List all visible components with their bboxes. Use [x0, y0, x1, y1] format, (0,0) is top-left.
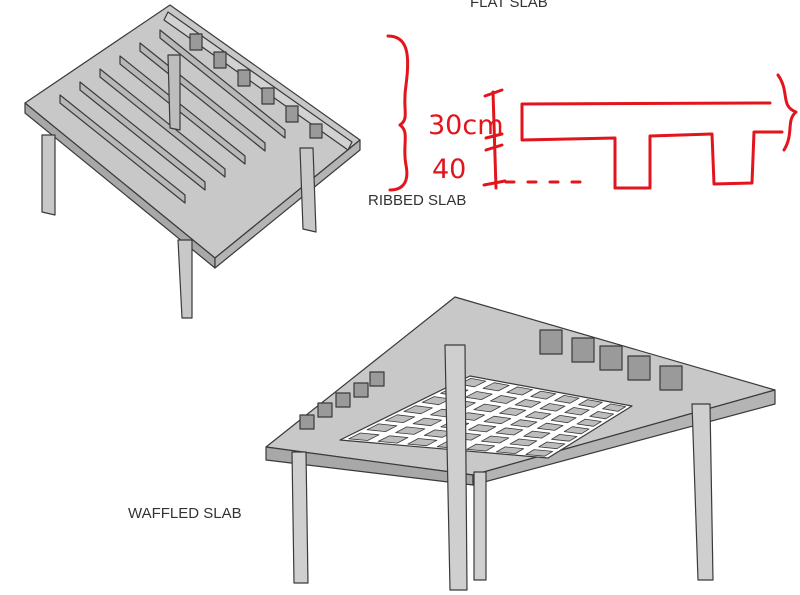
waffle-coffer	[495, 427, 524, 436]
waffle-coffer	[554, 394, 580, 404]
ribbed-slab-beam	[163, 11, 353, 151]
waffle-coffer	[473, 403, 501, 413]
waffle-coffer	[421, 396, 451, 406]
waffle-coffer	[550, 414, 577, 424]
waffle-coffer	[366, 423, 398, 433]
waffle-coffer	[538, 441, 566, 450]
waffle-coffer	[564, 407, 590, 416]
waffle-coffer	[525, 449, 553, 457]
flat-slab-label: FLAT SLAB	[470, 0, 548, 11]
ribbed-column-1	[41, 134, 56, 216]
waffle-coffer	[578, 399, 603, 408]
hand-annotation	[386, 34, 798, 192]
ribbed-column-2	[299, 147, 317, 233]
ribbed-column-4	[167, 54, 181, 131]
annotation-right-brace	[776, 73, 798, 152]
annotation-dimension-line	[482, 88, 507, 190]
waffle-coffer	[537, 422, 564, 431]
waffle-coffer	[589, 411, 614, 420]
waffled-column-3	[473, 471, 487, 581]
annotation-brace	[386, 34, 410, 192]
waffle-coffer	[530, 390, 557, 400]
waffle-coffer	[514, 399, 542, 408]
waffle-coffer	[348, 432, 380, 441]
waffled-column-2	[291, 451, 309, 584]
waffle-cells	[348, 377, 626, 457]
waffle-coffer	[385, 414, 416, 424]
waffled-slab-drawing	[265, 296, 776, 591]
waffle-coffer	[602, 403, 626, 412]
waffle-coffer	[525, 411, 552, 420]
waffled-column-1	[444, 344, 468, 591]
waffle-coffer	[465, 391, 493, 401]
waffle-coffer	[563, 426, 590, 435]
waffle-coffer	[395, 426, 426, 435]
waffle-coffer	[539, 403, 566, 412]
waffle-coffer	[499, 407, 527, 416]
waffle-coffer	[412, 417, 443, 427]
waffle-coffer	[506, 386, 533, 396]
waffle-coffer	[551, 433, 578, 442]
waffle-coffer	[481, 435, 510, 444]
waffle-coffer	[510, 419, 538, 428]
waffle-coffer	[482, 382, 510, 392]
waffled-column-4	[691, 403, 714, 581]
waffle-coffer	[489, 395, 517, 404]
ribbed-slab-label: RIBBED SLAB	[368, 192, 466, 209]
waffled-slab-label: WAFFLED SLAB	[128, 505, 242, 522]
ribbed-slab-notches	[189, 33, 323, 139]
waffle-coffer	[466, 443, 496, 452]
waffle-coffer	[483, 415, 512, 425]
waffle-coffer	[468, 424, 497, 433]
waffle-coffer	[495, 446, 525, 455]
ribbed-column-3	[177, 239, 193, 319]
waffle-coffer	[403, 405, 433, 415]
waffle-coffer	[377, 435, 409, 444]
waffle-coffer	[576, 418, 602, 427]
waffle-coffer	[407, 438, 438, 447]
waffle-coffer	[509, 438, 538, 447]
annotation-lower-dimension: 40	[432, 154, 466, 185]
ribbed-slab-drawing	[24, 4, 361, 319]
waffled-beam-notches	[299, 329, 683, 430]
annotation-section-outline	[520, 101, 784, 190]
ribbed-slab-ribs	[59, 29, 286, 204]
annotation-upper-dimension: 30cm	[428, 110, 504, 141]
waffle-coffer	[523, 430, 551, 439]
